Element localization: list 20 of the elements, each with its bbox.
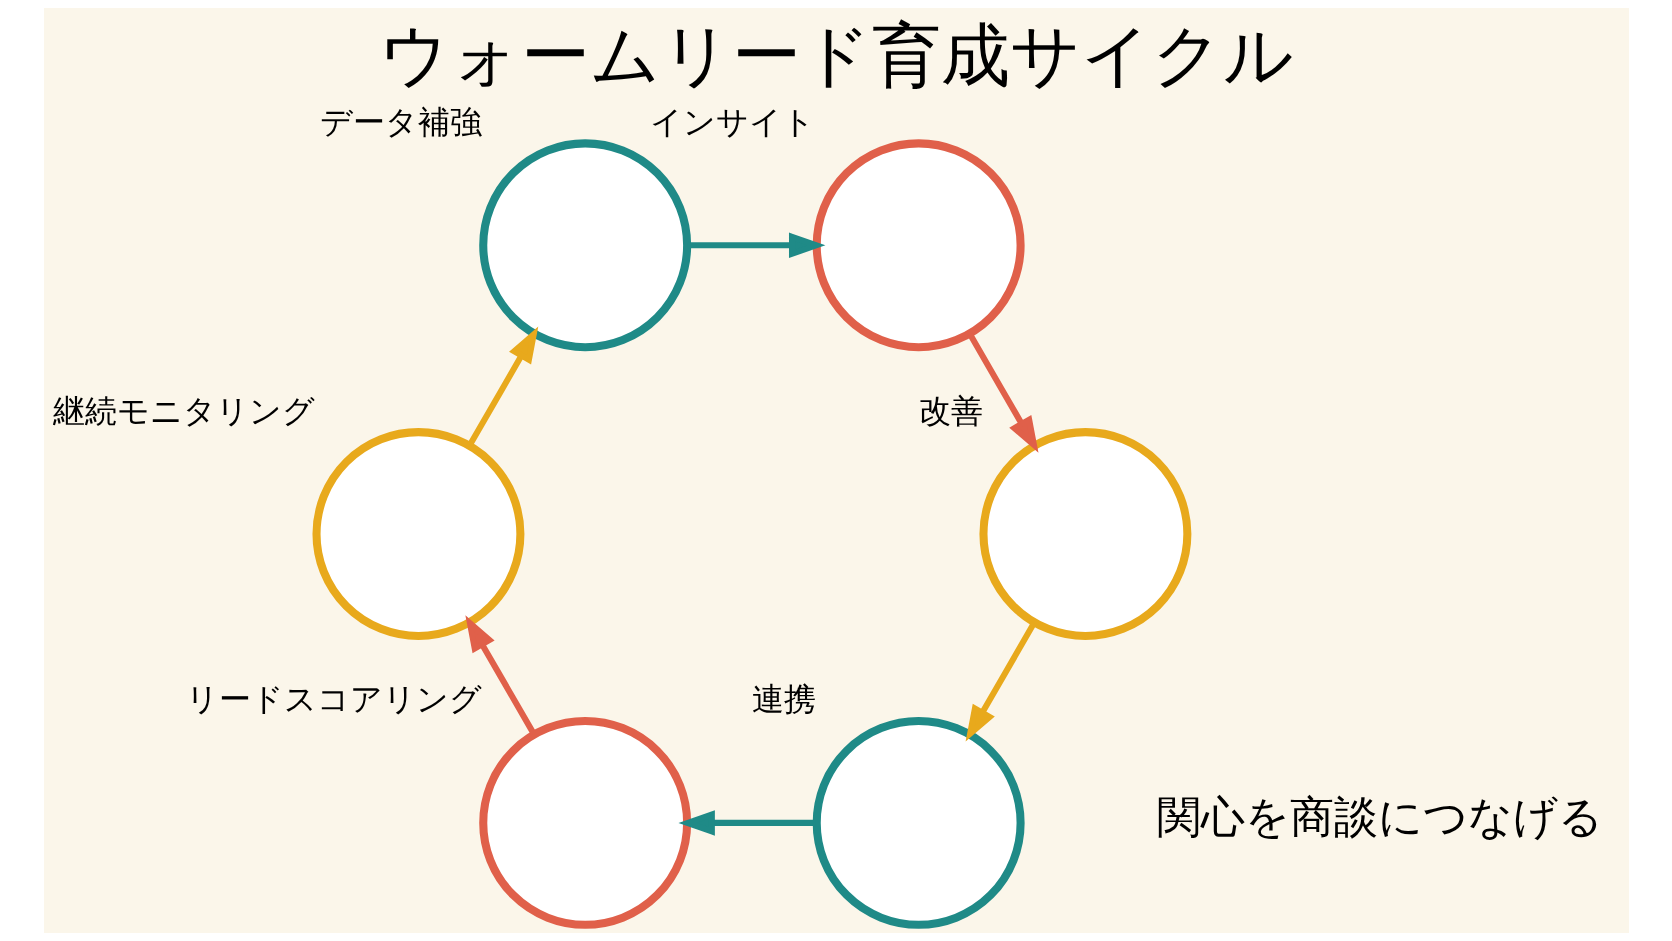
arrow bbox=[966, 332, 1038, 453]
node-label: データ補強 bbox=[319, 102, 482, 141]
arrow bbox=[965, 621, 1037, 742]
arrow bbox=[687, 232, 825, 259]
node-label: 継続モニタリング bbox=[52, 391, 315, 430]
arrow bbox=[677, 810, 816, 836]
node-label: 改善 bbox=[918, 391, 983, 430]
node-label: 連携 bbox=[751, 680, 816, 719]
node-circle bbox=[978, 428, 1191, 641]
diagram-title: ウォームリード育成サイクル bbox=[378, 15, 1294, 96]
node-circle bbox=[311, 428, 524, 641]
arrow bbox=[466, 326, 538, 447]
node-circle bbox=[812, 716, 1025, 929]
node-circle bbox=[812, 139, 1025, 352]
node-circle bbox=[478, 716, 691, 929]
label: 関心を商談につなげる bbox=[1156, 791, 1603, 843]
node-label: インサイト bbox=[649, 102, 815, 141]
arrow bbox=[464, 615, 536, 736]
node-circle bbox=[478, 139, 691, 352]
node-label: リードスコアリング bbox=[185, 680, 482, 719]
